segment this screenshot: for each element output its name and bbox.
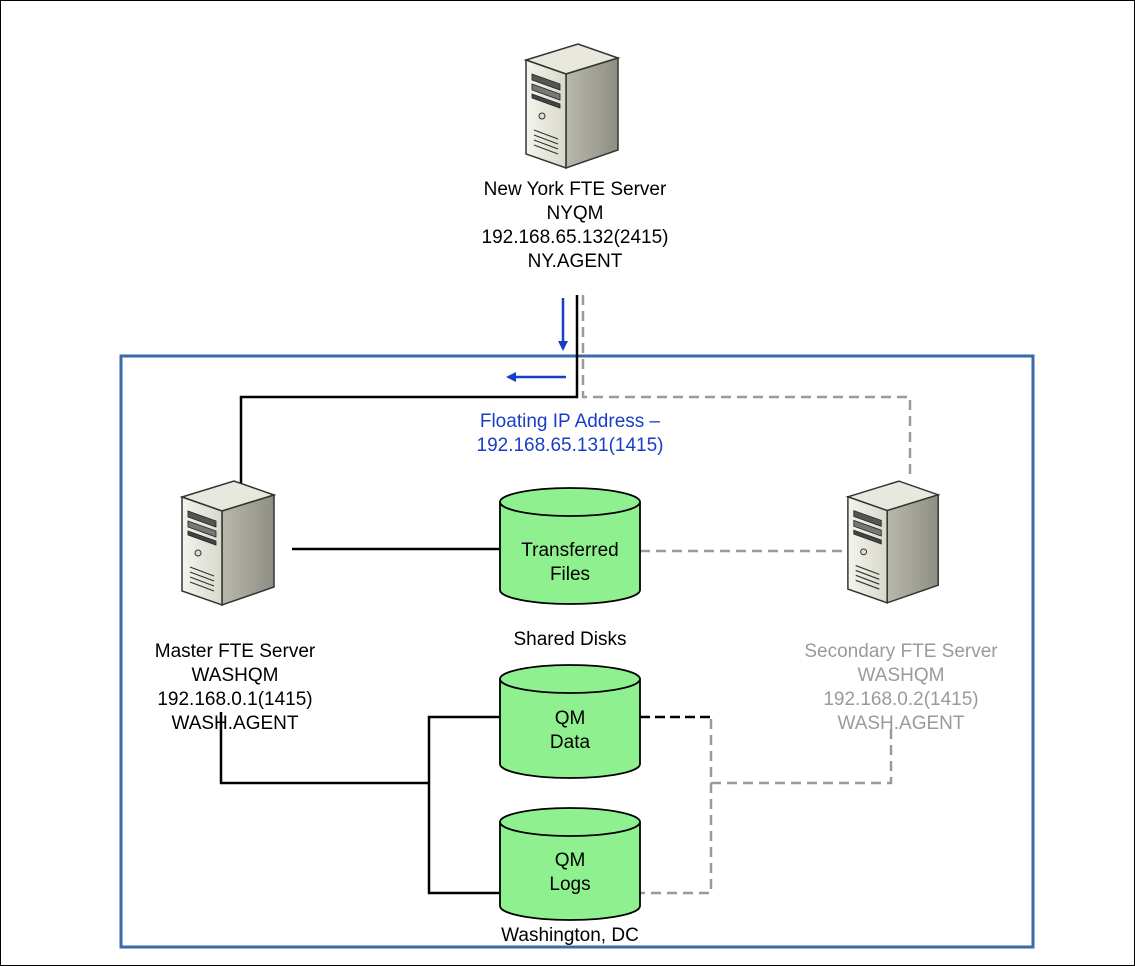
label-line: Transferred — [521, 540, 619, 561]
label-line: Floating IP Address – — [479, 411, 661, 432]
label-line: NY.AGENT — [527, 251, 623, 272]
label-line: Data — [549, 732, 591, 753]
label-line: WASH.AGENT — [171, 713, 299, 734]
label-line: Secondary FTE Server — [804, 641, 998, 662]
label-line: QM — [554, 850, 586, 871]
label-line: New York FTE Server — [483, 179, 667, 200]
label-line: Master FTE Server — [154, 641, 316, 662]
label-line: Files — [549, 564, 591, 585]
transferred-files-label: Transferred Files — [500, 539, 640, 587]
secondary-server-icon — [847, 480, 940, 604]
label-line: QM — [554, 708, 586, 729]
qm-logs-label: QM Logs — [500, 849, 640, 897]
label-line: 192.168.0.2(1415) — [823, 689, 979, 710]
floating-ip-label: Floating IP Address – 192.168.65.131(141… — [420, 410, 720, 458]
qm-data-disk-icon — [499, 664, 641, 779]
qm-data-label: QM Data — [500, 707, 640, 755]
new-york-server-label: New York FTE Server NYQM 192.168.65.132(… — [430, 178, 720, 274]
label-line: 192.168.0.1(1415) — [157, 689, 313, 710]
label-line: WASHQM — [191, 665, 279, 686]
flow-arrows — [506, 298, 568, 382]
label-line: 192.168.65.132(2415) — [481, 227, 669, 248]
label-line: WASHQM — [857, 665, 945, 686]
qm-logs-disk-icon — [499, 807, 641, 921]
shared-disks-label: Shared Disks — [513, 629, 627, 650]
secondary-server-label: Secondary FTE Server WASHQM 192.168.0.2(… — [776, 640, 1026, 736]
active-links — [219, 295, 711, 895]
standby-links — [581, 295, 912, 895]
location-label: Washington, DC — [501, 925, 639, 946]
label-line: 192.168.65.131(1415) — [476, 435, 664, 456]
label-line: Logs — [549, 874, 591, 895]
master-server-label: Master FTE Server WASHQM 192.168.0.1(141… — [120, 640, 350, 736]
label-line: NYQM — [546, 203, 604, 224]
transferred-files-disk-icon — [499, 487, 641, 605]
new-york-server-icon — [525, 43, 619, 169]
label-line: WASH.AGENT — [837, 713, 965, 734]
master-server-icon — [181, 480, 275, 606]
